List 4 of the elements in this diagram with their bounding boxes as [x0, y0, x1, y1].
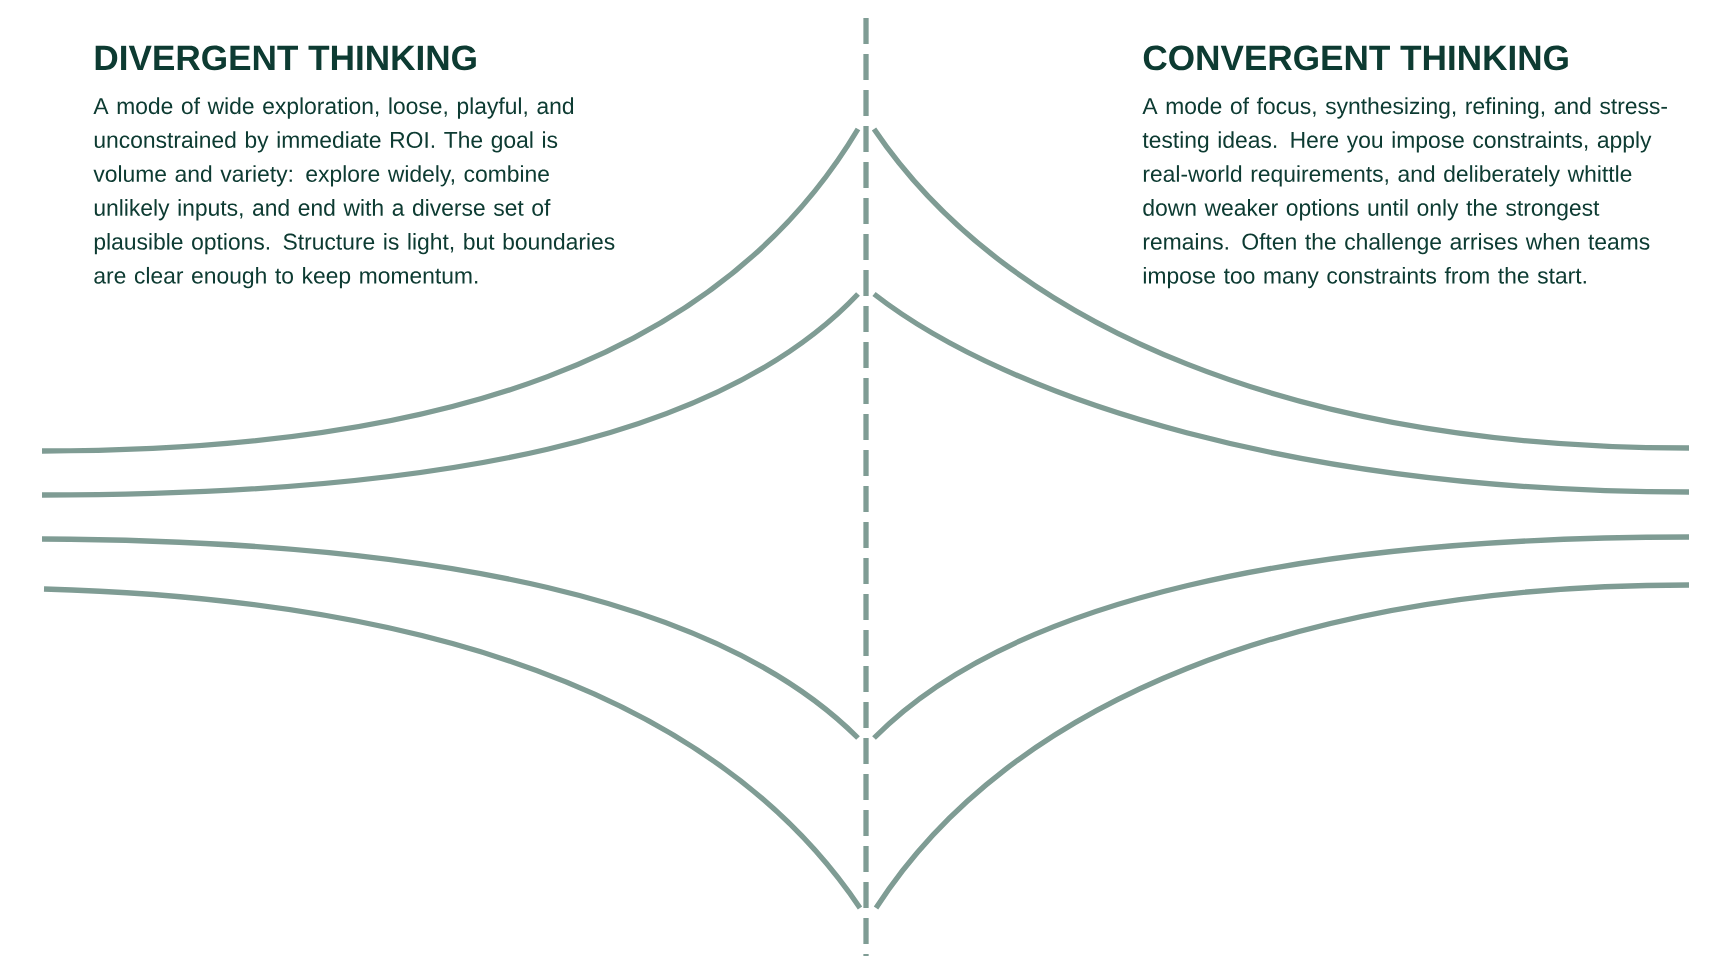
description-text: A mode of focus, synthesizing, refining, and stress-testing ideas. Here you impose constraints, apply real-world requirements, and deliberately whittle down weaker options until only the strongest remains. Often the challenge arrises when teams impose too many constraints from the start. — [1142, 97, 1667, 289]
description-text: A mode of wide exploration, loose, playful, and unconstrained by immediate ROI. The goal is volume and variety: explore widely, combine unlikely inputs, and end with a diverse set of plausible options. Structure is light, but boundaries are clear enough to keep momentum. — [93, 97, 615, 289]
heading: DIVERGENT THINKING — [95, 45, 476, 71]
heading: CONVERGENT THINKING — [1143, 45, 1568, 71]
